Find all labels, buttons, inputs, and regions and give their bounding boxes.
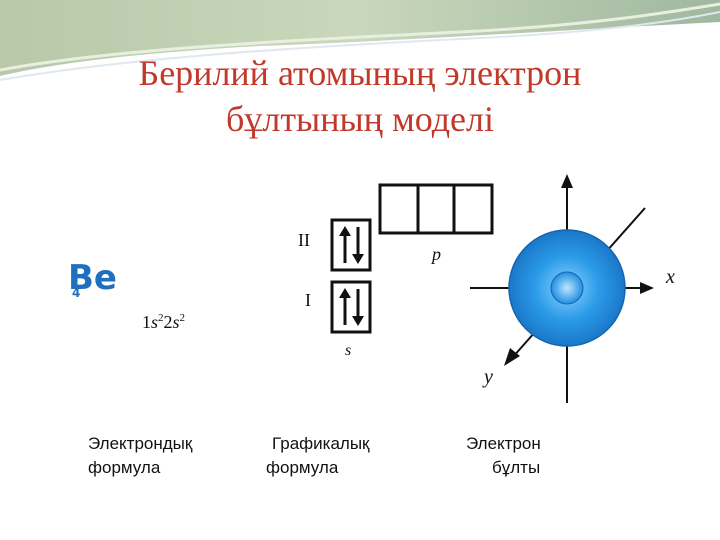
caption-graphical-formula: Графикалық формула bbox=[266, 432, 369, 480]
y-axis-label: y bbox=[484, 366, 493, 388]
caption-graphical-formula-line-2: формула bbox=[266, 458, 339, 477]
spin-down-arrow-icon bbox=[352, 227, 364, 264]
s-orbital-box-2 bbox=[330, 218, 372, 272]
econf-exp-1: 2 bbox=[158, 312, 164, 324]
econf-exp-2: 2 bbox=[179, 312, 186, 324]
y-axis-arrow-icon bbox=[504, 348, 520, 366]
caption-electron-cloud-line-2: бұлты bbox=[492, 458, 541, 477]
z-axis-arrow-icon bbox=[561, 174, 573, 188]
caption-electron-formula-line-1: Электрондық bbox=[88, 434, 193, 453]
p-orbital-box-1 bbox=[378, 183, 420, 235]
econf-sublevel-1: s bbox=[151, 312, 159, 332]
header-swoosh-decoration bbox=[0, 0, 720, 81]
x-axis-label: x bbox=[666, 266, 675, 288]
spin-down-arrow-icon bbox=[352, 289, 364, 326]
caption-electron-cloud: Электрон бұлты bbox=[466, 432, 541, 480]
caption-electron-formula-line-2: формула bbox=[88, 458, 161, 477]
title-line-2: бұлтының моделі bbox=[226, 99, 494, 139]
spin-up-arrow-icon bbox=[339, 226, 351, 263]
spin-up-arrow-icon bbox=[339, 288, 351, 325]
p-sublevel-label: p bbox=[432, 244, 441, 264]
p-orbital-box-2 bbox=[416, 183, 456, 235]
electron-cloud-diagram bbox=[470, 174, 654, 403]
s-sublevel-label: s bbox=[345, 342, 352, 359]
atomic-number: 4 bbox=[72, 286, 81, 300]
econf-coef-1: 1 bbox=[142, 312, 151, 332]
page-title: Берилий атомының электрон бұлтының модел… bbox=[0, 50, 720, 142]
econf-coef-2: 2 bbox=[163, 312, 173, 332]
level-2-label: II bbox=[298, 230, 310, 250]
x-axis-arrow-icon bbox=[640, 282, 654, 294]
caption-electron-formula: Электрондық формула bbox=[88, 432, 192, 480]
level-1-label: I bbox=[305, 290, 311, 310]
p-orbital-box-3 bbox=[452, 183, 494, 235]
econf-sublevel-2: s bbox=[172, 312, 180, 332]
electron-cloud-core bbox=[550, 271, 584, 305]
orbital-diagram bbox=[330, 183, 494, 334]
title-line-1: Берилий атомының электрон bbox=[138, 53, 582, 93]
s-orbital-box-1 bbox=[330, 280, 372, 334]
caption-graphical-formula-line-1: Графикалық bbox=[272, 434, 370, 453]
element-symbol: Be bbox=[68, 258, 117, 298]
electron-configuration: 1s22s2 bbox=[142, 312, 185, 333]
caption-electron-cloud-line-1: Электрон bbox=[466, 434, 541, 453]
